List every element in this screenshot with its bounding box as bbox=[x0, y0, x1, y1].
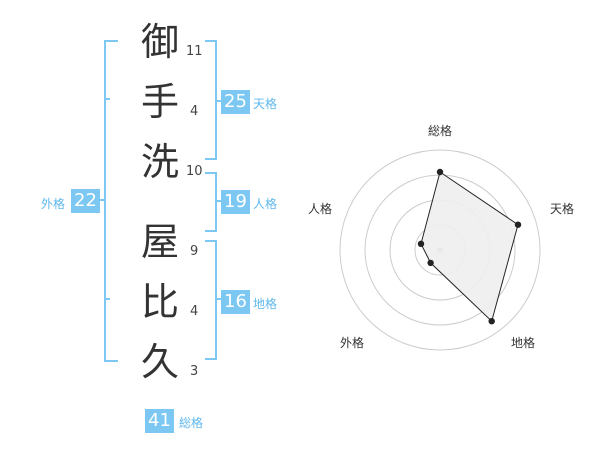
gaikaku-tick-1 bbox=[104, 98, 110, 100]
chikaku-connector bbox=[215, 298, 221, 300]
name-char-5: 比 bbox=[140, 280, 179, 324]
gaikaku-badge: 22 bbox=[71, 189, 100, 213]
radar-point-1 bbox=[436, 168, 444, 176]
stroke-count-1: 11 bbox=[186, 44, 203, 59]
gaikaku-label: 外格 bbox=[41, 197, 66, 211]
radar-label-gaikaku: 外格 bbox=[340, 336, 365, 350]
name-char-2: 手 bbox=[140, 80, 179, 124]
radar-point-4 bbox=[427, 259, 434, 267]
radar-label-chikaku: 地格 bbox=[511, 336, 536, 350]
gaikaku-connector bbox=[98, 199, 104, 201]
radar-point-2 bbox=[514, 221, 522, 228]
gaikaku-tick-2 bbox=[104, 298, 110, 300]
name-char-3: 洗 bbox=[140, 140, 179, 184]
stroke-count-5: 4 bbox=[190, 304, 199, 319]
jinkaku-connector bbox=[215, 200, 221, 202]
stroke-count-6: 3 bbox=[190, 364, 199, 379]
stroke-count-3: 10 bbox=[186, 164, 203, 179]
jinkaku-label: 人格 bbox=[253, 197, 278, 211]
chikaku-label: 地格 bbox=[253, 297, 278, 311]
fortune-radar-chart bbox=[339, 149, 541, 351]
stroke-count-4: 9 bbox=[190, 244, 199, 259]
radar-polygon bbox=[420, 171, 519, 323]
jinkaku-badge: 19 bbox=[221, 190, 250, 214]
tenkaku-badge: 25 bbox=[221, 90, 250, 114]
radar-label-tenkaku: 天格 bbox=[550, 202, 575, 216]
soukaku-label: 総格 bbox=[179, 416, 204, 430]
tenkaku-connector bbox=[215, 100, 221, 102]
jinkaku-bracket bbox=[205, 172, 217, 232]
radar-point-3 bbox=[488, 318, 495, 325]
tenkaku-label: 天格 bbox=[253, 97, 278, 111]
gaikaku-bracket bbox=[104, 40, 118, 362]
name-char-4: 屋 bbox=[140, 220, 179, 264]
name-char-6: 久 bbox=[140, 340, 179, 384]
radar-label-jinkaku: 人格 bbox=[308, 202, 333, 216]
chikaku-bracket bbox=[205, 240, 217, 360]
radar-ring-4 bbox=[339, 149, 541, 351]
radar-label-soukaku: 総格 bbox=[428, 124, 453, 138]
stroke-count-2: 4 bbox=[190, 104, 199, 119]
radar-point-5 bbox=[417, 240, 425, 247]
chikaku-badge: 16 bbox=[221, 290, 250, 314]
name-char-1: 御 bbox=[140, 20, 179, 64]
soukaku-badge: 41 bbox=[145, 409, 174, 433]
